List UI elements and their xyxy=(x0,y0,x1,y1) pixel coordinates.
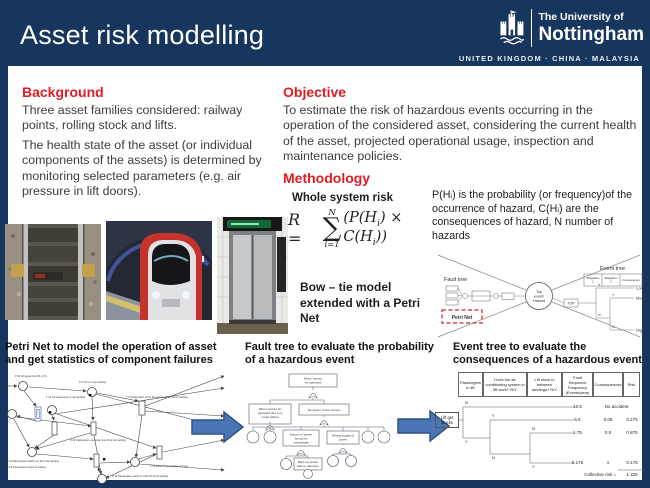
initiating-event-box: Lift get stucks xyxy=(435,412,459,428)
et-header-passengers: Passengers in lift xyxy=(458,372,483,397)
bowtie-petri-net-label: Petri Net xyxy=(452,315,473,321)
svg-text:P 12 Passengers ready to ente: P 12 Passengers ready to enter lift at t… xyxy=(112,474,169,478)
bowtie-branch-2: N xyxy=(598,313,601,317)
photo-railway-points xyxy=(5,224,101,320)
svg-text:P 24 Passengers bored of wait: P 24 Passengers bored of waiting xyxy=(7,465,46,469)
formula-sum-lower: i=1 xyxy=(324,239,340,250)
arrow-right-icon xyxy=(397,409,451,443)
svg-text:motor failure: motor failure xyxy=(261,415,278,419)
outcome-low: Low xyxy=(636,286,643,291)
outcome-medium: Medium xyxy=(636,296,648,301)
svg-text:P 32 Lift goes from BL to TL: P 32 Lift goes from BL to TL xyxy=(15,374,48,378)
svg-text:Consequence: Consequence xyxy=(622,278,640,282)
whole-system-risk-label: Whole system risk xyxy=(292,192,393,204)
bowtie-fault-tree-label: Fault tree xyxy=(444,277,467,283)
svg-text:Wrong supply of: Wrong supply of xyxy=(332,434,354,438)
svg-text:1: 1 xyxy=(592,280,594,284)
svg-text:power: power xyxy=(339,438,347,442)
formula-definition: P(Hᵢ) is the probability (or frequency)o… xyxy=(432,189,633,243)
svg-text:unavailable: unavailable xyxy=(293,441,309,445)
et-header-risk: Risk xyxy=(623,372,640,397)
sigma-symbol: ∑ xyxy=(322,213,342,244)
background-para1: Three asset families considered: railway… xyxy=(22,103,243,133)
logo-line2: Nottingham xyxy=(538,23,644,45)
et-header-aircon: Does the air conditioning system in lift… xyxy=(483,372,527,397)
svg-text:2: 2 xyxy=(610,280,612,284)
objective-para: To estimate the risk of hazardous events… xyxy=(283,103,637,164)
svg-text:Back up power: Back up power xyxy=(298,460,318,464)
methodology-heading: Methodology xyxy=(283,170,371,186)
svg-text:operated due to a: operated due to a xyxy=(258,411,283,415)
background-heading: Background xyxy=(22,84,104,100)
bowtie-top-box: TOP xyxy=(567,302,575,306)
top-event-line2: event/ xyxy=(534,295,545,299)
event-tree-diagram: Passengers in lift Does the air conditio… xyxy=(432,368,648,482)
petri-net-diagram: P 32 Lift goes from BL to TL P 6 Lift is… xyxy=(6,374,225,484)
bowtie-caption: Bow – tie model extended with a Petri Ne… xyxy=(300,280,421,326)
formula-body: (P(Hi) × C(Hi)) xyxy=(343,210,403,248)
page-title: Asset risk modelling xyxy=(20,20,265,50)
logo-line1: The University of xyxy=(538,11,624,24)
arrow-right-icon xyxy=(191,410,245,444)
petri-caption: Petri Net to model the operation of asse… xyxy=(5,341,217,367)
et-header-frequency: Fault Sequence Frequency (Events/year) xyxy=(562,372,593,397)
svg-text:T 6 Passengers in the lift wa: T 6 Passengers in the lift want to go to… xyxy=(126,395,188,399)
svg-text:P 34 Passengers can enter int: P 34 Passengers can enter into lift at t… xyxy=(70,438,126,442)
background-para2: The health state of the asset (or indivi… xyxy=(22,138,262,199)
logo-tagline: UNITED KINGDOM · CHINA · MALAYSIA xyxy=(458,54,640,63)
fault-caption: Fault tree to evaluate the probability o… xyxy=(245,341,434,367)
svg-text:fails to takeover: fails to takeover xyxy=(297,464,319,468)
formula-sum-upper: N xyxy=(328,207,336,218)
svg-text:Motor cannot be: Motor cannot be xyxy=(259,407,282,411)
university-logo: The University of Nottingham xyxy=(498,6,644,50)
collective-risk-value: 1.325 xyxy=(626,472,638,477)
objective-heading: Objective xyxy=(283,84,347,100)
formula-lhs: R = xyxy=(288,210,302,248)
logo-divider xyxy=(530,9,532,47)
svg-text:T 14 Lift sequences at top la: T 14 Lift sequences at top landing xyxy=(46,395,85,399)
castle-icon xyxy=(500,10,524,45)
collective-risk-label: Collective risk = xyxy=(584,472,616,477)
svg-text:Motor cannot: Motor cannot xyxy=(304,377,322,381)
svg-text:becomes: becomes xyxy=(295,437,308,441)
photo-lift xyxy=(217,217,288,334)
bowtie-branch-1: Y xyxy=(598,283,601,287)
svg-text:Source of power: Source of power xyxy=(290,433,313,437)
bowtie-branch-4: N xyxy=(612,325,615,329)
photo-rolling-stock xyxy=(106,221,212,320)
et-header-stuck: Lift stuck in between landings? N/Y xyxy=(527,372,562,397)
risk-formula: R = N ∑ i=1 (P(Hi) × C(Hi)) xyxy=(288,206,448,252)
fault-tree-diagram: Motor cannot be operated Motor cannot be… xyxy=(246,373,391,479)
et-header-consequences: Consequences xyxy=(593,372,623,397)
bowtie-diagram: Fault tree Event tree Top event/ Hazard … xyxy=(437,254,648,338)
outcome-high: High xyxy=(636,328,644,333)
svg-text:Mitigation: Mitigation xyxy=(605,276,618,280)
event-caption: Event tree to evaluate the consequences … xyxy=(453,341,642,367)
bowtie-event-tree-label: Event tree xyxy=(600,266,625,272)
bowtie-branch-3: Y xyxy=(612,293,615,297)
svg-text:P 6 Lift is in top landing: P 6 Lift is in top landing xyxy=(79,380,106,384)
svg-text:No power to the system: No power to the system xyxy=(308,408,341,412)
svg-text:T 15 Lift is at top landing a: T 15 Lift is at top landing and get xyxy=(150,464,188,468)
top-event-line3: Hazard xyxy=(533,299,545,303)
top-event-line1: Top xyxy=(536,290,542,294)
svg-text:be operated: be operated xyxy=(305,381,322,385)
svg-text:P 10 Passengers waiting for l: P 10 Passengers waiting for lift at top … xyxy=(7,459,59,463)
svg-text:Mitigation: Mitigation xyxy=(587,276,600,280)
